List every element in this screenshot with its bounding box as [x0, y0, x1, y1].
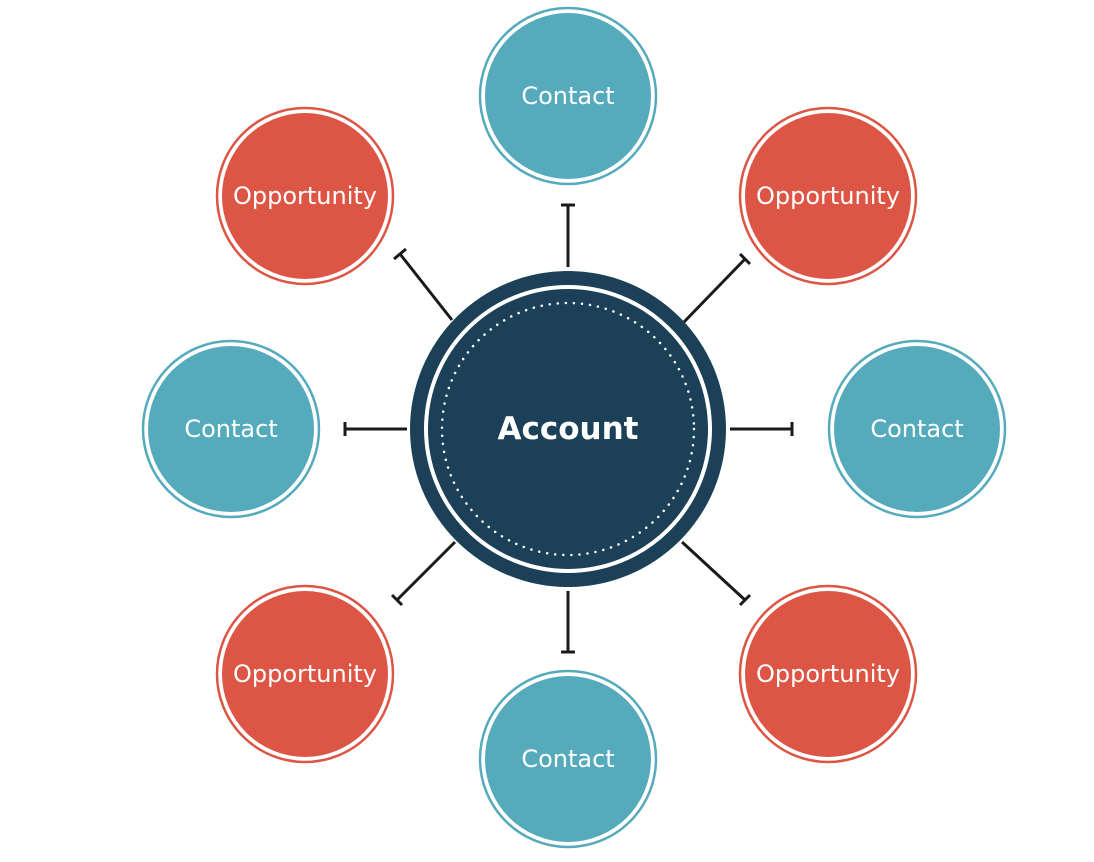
connectors	[343, 203, 794, 654]
connector-top-left	[393, 247, 454, 321]
opportunity-label: Opportunity	[233, 182, 377, 210]
account-node: Account	[410, 271, 726, 587]
contact-label: Contact	[184, 415, 277, 443]
connector-top	[561, 203, 575, 267]
node-opportunity-top-right: Opportunity	[738, 106, 918, 286]
contact-label: Contact	[870, 415, 963, 443]
opportunity-label: Opportunity	[233, 660, 377, 688]
opportunity-label: Opportunity	[756, 660, 900, 688]
connector-bottom-right	[680, 540, 752, 607]
account-label: Account	[498, 411, 639, 447]
node-opportunity-top-left: Opportunity	[215, 106, 395, 286]
connector-left	[343, 422, 407, 436]
connector-top-right	[682, 252, 752, 324]
connector-right	[730, 422, 794, 436]
node-contact-bottom: Contact	[478, 669, 658, 849]
node-contact-left: Contact	[141, 339, 321, 519]
node-opportunity-bottom-left: Opportunity	[215, 584, 395, 764]
connector-bottom-left	[390, 540, 457, 607]
node-contact-top: Contact	[478, 6, 658, 186]
contact-label: Contact	[521, 745, 614, 773]
contact-label: Contact	[521, 82, 614, 110]
node-contact-right: Contact	[827, 339, 1007, 519]
connector-bottom	[561, 591, 575, 654]
node-opportunity-bottom-right: Opportunity	[738, 584, 918, 764]
opportunity-label: Opportunity	[756, 182, 900, 210]
